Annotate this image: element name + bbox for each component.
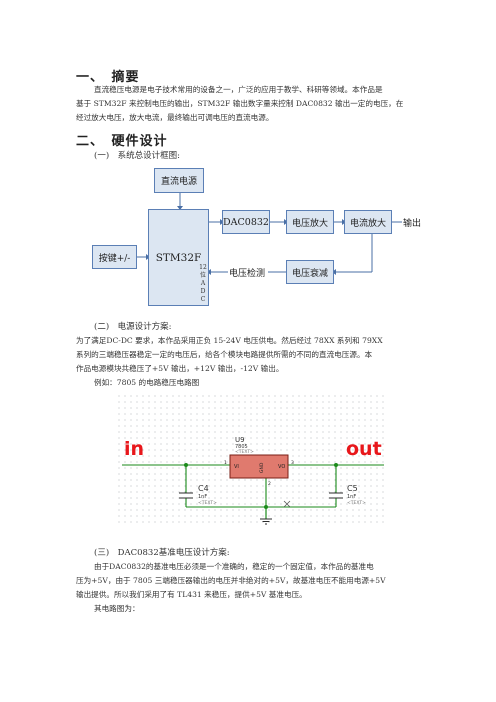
abstract-heading: 一、 摘要: [76, 70, 140, 85]
pin-3: 3: [291, 460, 294, 466]
schematic-canvas: in out U9 7805 <TEXT> VI VO GND 1 2 3 C4…: [118, 395, 386, 525]
power-line-2: 系列的三端稳压器稳定一定的电压后，给各个模块电路提供所需的不同的直流电压源。本: [76, 350, 373, 359]
power-line-4: 例如：7805 的电路稳压电路图: [94, 378, 200, 387]
dc-source-label: 直流电源: [160, 177, 197, 187]
voltage-atten-block: 电压衰减: [286, 260, 334, 284]
ic-text: <TEXT>: [235, 449, 254, 455]
voltage-atten-label: 电压衰减: [291, 268, 328, 279]
c5-ref: C5: [347, 484, 358, 493]
c4-text: <TEXT>: [198, 500, 217, 506]
regulator-schematic: in out U9 7805 <TEXT> VI VO GND 1 2 3 C4…: [118, 395, 386, 525]
subsection-3-title: (三) DAC0832基准电压设计方案:: [94, 548, 230, 558]
ic-ref: U9: [235, 436, 245, 444]
voltage-detect-label: 电压检测: [229, 269, 266, 279]
ic-part: 7805: [235, 444, 248, 450]
adc-label-line: A: [200, 280, 206, 287]
c4-ref: C4: [198, 484, 209, 493]
abstract-line-2: 基于 STM32F 来控制电压的输出，STM32F 输出数字量来控制 DAC08…: [76, 99, 404, 108]
adc-label-line: C: [200, 296, 206, 303]
power-line-3: 作品电源模块共稳压了+5V 输出，+12V 输出，-12V 输出。: [76, 364, 284, 373]
c5-value: 1nF: [347, 494, 356, 500]
regulator-ic-body: [229, 454, 289, 479]
pin-2: 2: [268, 481, 271, 487]
c5-text: <TEXT>: [347, 500, 366, 506]
c4-value: 1nF: [198, 494, 207, 500]
keys-block: 按键+/-: [92, 245, 137, 269]
mcu-label: STM32F: [155, 251, 202, 264]
keys-label: 按键+/-: [98, 253, 131, 264]
subsection-2-title: (二) 电源设计方案:: [94, 322, 172, 332]
pin-vo: VO: [278, 464, 285, 470]
dac-label: DAC0832: [223, 216, 269, 228]
abstract-line-1: 直流稳压电源是电子技术常用的设备之一，广泛的应用于教学、科研等领域。本作品是: [94, 85, 383, 94]
dac-block: DAC0832: [222, 210, 270, 234]
current-amp-label: 电流放大: [349, 218, 386, 229]
ref-line-2: 压为+5V，由于 7805 三端稳压器输出的电压并非绝对的+5V，故基准电压不能…: [76, 576, 386, 585]
abstract-line-3: 经过放大电压，放大电流，最终输出可调电压的直流电源。: [76, 113, 274, 122]
schematic-out-label: out: [346, 438, 382, 460]
schematic-in-label: in: [124, 438, 144, 460]
adc-label-line: 位: [199, 272, 206, 279]
voltage-amp-block: 电压放大: [286, 210, 334, 234]
dc-source-block: 直流电源: [154, 168, 204, 193]
ref-line-3: 输出提供。所以我们采用了有 TL431 来稳压，提供+5V 基准电压。: [76, 590, 307, 599]
pin-1: 1: [224, 460, 227, 466]
hardware-heading: 二、 硬件设计: [76, 134, 168, 149]
mcu-block: STM32F: [148, 209, 209, 306]
adc-label-line: 12: [199, 264, 207, 271]
output-label: 输出: [403, 219, 422, 229]
current-amp-block: 电流放大: [344, 210, 392, 234]
ref-line-1: 由于DAC0832的基准电压必须是一个准确的，稳定的一个固定值，本作品的基准电: [94, 562, 374, 571]
pin-vi: VI: [234, 464, 239, 470]
power-line-1: 为了满足DC-DC 要求，本作品采用正负 15-24V 电压供电。然后经过 78…: [76, 336, 383, 345]
voltage-amp-label: 电压放大: [291, 218, 328, 229]
adc-label-line: D: [200, 288, 206, 295]
ref-line-4: 其电路图为：: [94, 604, 140, 613]
pin-gnd: GND: [259, 462, 265, 473]
subsection-1-title: (一) 系统总设计框图:: [94, 151, 180, 161]
